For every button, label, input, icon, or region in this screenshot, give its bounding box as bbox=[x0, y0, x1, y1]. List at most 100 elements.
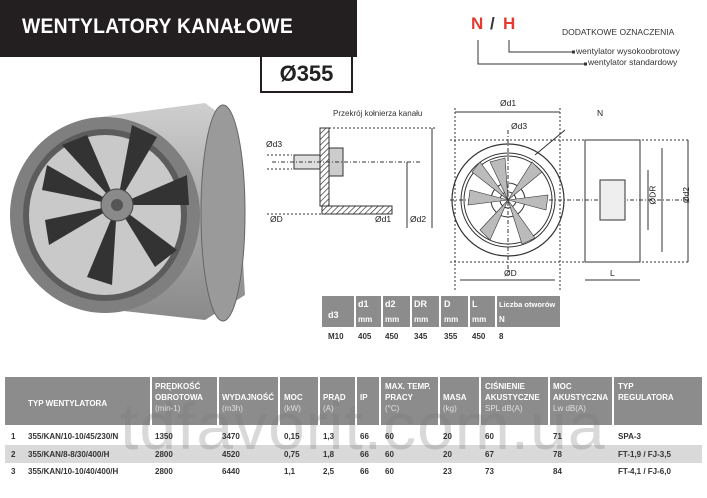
table-cell: 67 bbox=[485, 450, 494, 459]
label-d2-section: Ød2 bbox=[410, 214, 427, 224]
alt-row-bg bbox=[5, 445, 702, 463]
label-d2-side: Ød2 bbox=[681, 186, 692, 204]
code-n: N bbox=[471, 14, 484, 33]
table-cell: 84 bbox=[553, 467, 562, 476]
col-header-l2-2: WYDAJNOŚĆ bbox=[222, 393, 275, 402]
dim-header-0: d3 bbox=[328, 310, 339, 320]
row-number: 1 bbox=[11, 432, 16, 441]
table-cell: 66 bbox=[360, 432, 369, 441]
fan-dimension-drawing bbox=[450, 108, 690, 290]
col-header-l2-8: AKUSTYCZNE bbox=[485, 393, 540, 402]
table-cell: 60 bbox=[485, 432, 494, 441]
dim-header-unit-5: mm bbox=[472, 315, 487, 324]
table-cell: 2800 bbox=[155, 450, 173, 459]
col-header-l1-1: PRĘDKOŚĆ bbox=[155, 382, 201, 391]
col-header-l2-10: REGULATORA bbox=[618, 393, 674, 402]
dim-value-4: 355 bbox=[444, 332, 458, 341]
fan-type-cell: 355/KAN/8-8/30/400/H bbox=[28, 450, 110, 459]
table-cell: 78 bbox=[553, 450, 562, 459]
code-slash: / bbox=[490, 14, 495, 33]
main-table-header bbox=[5, 377, 702, 425]
table-cell: 60 bbox=[385, 432, 394, 441]
label-d1-front: Ød1 bbox=[500, 98, 517, 108]
dim-header-unit-2: mm bbox=[385, 315, 400, 324]
table-cell: 3470 bbox=[222, 432, 240, 441]
col-header-l2-1: OBROTOWA bbox=[155, 393, 203, 402]
col-header-unit-9: Lw dB(A) bbox=[553, 404, 586, 413]
label-L: L bbox=[610, 268, 615, 278]
flange-section-diagram bbox=[267, 127, 437, 228]
section-label: Przekrój kołnierza kanału bbox=[333, 109, 423, 118]
legend-h-desc: wentylator wysokoobrotowy bbox=[576, 46, 680, 56]
col-header-l2-9: AKUSTYCZNA bbox=[553, 393, 609, 402]
dim-value-0: M10 bbox=[328, 332, 344, 341]
table-cell: 1,1 bbox=[284, 467, 296, 476]
col-header-unit-8: SPL dB(A) bbox=[485, 404, 523, 413]
table-cell: 6440 bbox=[222, 467, 240, 476]
table-cell: 73 bbox=[485, 467, 494, 476]
table-cell: FT-4,1 / FJ-6,0 bbox=[618, 467, 671, 476]
table-cell: 20 bbox=[443, 432, 452, 441]
row-number: 3 bbox=[11, 467, 16, 476]
col-header-l1-6: MAX. TEMP. bbox=[385, 382, 431, 391]
table-cell: 66 bbox=[360, 450, 369, 459]
dim-value-1: 405 bbox=[358, 332, 372, 341]
row-number: 2 bbox=[11, 450, 16, 459]
col-header-l2-0: TYP WENTYLATORA bbox=[28, 399, 108, 408]
dim-header-3: DR bbox=[414, 299, 427, 309]
dim-header-1: d1 bbox=[358, 299, 369, 309]
table-cell: 2,5 bbox=[323, 467, 335, 476]
dim-header-6: Liczba otworów bbox=[499, 300, 556, 309]
label-DR: ØDR bbox=[647, 185, 658, 205]
dim-value-5: 450 bbox=[472, 332, 486, 341]
dim-value-6: 8 bbox=[499, 332, 504, 341]
table-cell: 23 bbox=[443, 467, 452, 476]
dim-header-4: D bbox=[444, 299, 451, 309]
label-d3-section: Ød3 bbox=[266, 139, 283, 149]
table-cell: 1,3 bbox=[323, 432, 335, 441]
col-header-l1-9: MOC bbox=[553, 382, 572, 391]
col-header-unit-2: (m3h) bbox=[222, 404, 243, 413]
table-cell: 66 bbox=[360, 467, 369, 476]
table-cell: 71 bbox=[553, 432, 562, 441]
dim-header-unit-6: N bbox=[499, 315, 505, 324]
table-cell: 20 bbox=[443, 450, 452, 459]
fan-photo bbox=[10, 103, 246, 322]
dim-header-5: L bbox=[472, 299, 478, 309]
col-header-l1-10: TYP bbox=[618, 382, 634, 391]
table-cell: 60 bbox=[385, 467, 394, 476]
dim-header-unit-1: mm bbox=[358, 315, 373, 324]
fan-type-cell: 355/KAN/10-10/40/400/H bbox=[28, 467, 119, 476]
col-header-l2-6: PRACY bbox=[385, 393, 414, 402]
label-d1-section: Ød1 bbox=[375, 214, 392, 224]
page-title: WENTYLATORY KANAŁOWE bbox=[22, 15, 293, 38]
dim-header-unit-4: mm bbox=[444, 315, 459, 324]
table-cell: 60 bbox=[385, 450, 394, 459]
size-badge: Ø355 bbox=[260, 57, 353, 93]
label-d3-front: Ød3 bbox=[511, 121, 528, 131]
table-cell: 1,8 bbox=[323, 450, 335, 459]
title-bar bbox=[0, 0, 357, 57]
table-cell: 0,75 bbox=[284, 450, 300, 459]
col-header-l2-5: IP bbox=[360, 393, 368, 402]
table-cell: 2800 bbox=[155, 467, 173, 476]
legend-heading: DODATKOWE OZNACZENIA bbox=[562, 27, 675, 37]
col-header-unit-4: (A) bbox=[323, 404, 334, 413]
label-D-front: ØD bbox=[504, 268, 517, 278]
col-header-l1-8: CIŚNIENIE bbox=[485, 382, 526, 391]
col-header-unit-1: (min-1) bbox=[155, 404, 181, 413]
col-header-unit-3: (kW) bbox=[284, 404, 301, 413]
code-h: H bbox=[503, 14, 516, 33]
dim-header-unit-3: mm bbox=[414, 315, 429, 324]
table-cell: 4520 bbox=[222, 450, 240, 459]
col-header-l2-7: MASA bbox=[443, 393, 467, 402]
col-header-unit-7: (kg) bbox=[443, 404, 457, 413]
table-cell: 1350 bbox=[155, 432, 173, 441]
col-header-l2-3: MOC bbox=[284, 393, 303, 402]
dim-table-header bbox=[322, 296, 560, 327]
table-cell: 0,15 bbox=[284, 432, 300, 441]
col-header-l2-4: PRĄD bbox=[323, 393, 346, 402]
dim-value-2: 450 bbox=[385, 332, 399, 341]
label-N: N bbox=[597, 108, 604, 118]
label-D-section: ØD bbox=[270, 214, 283, 224]
